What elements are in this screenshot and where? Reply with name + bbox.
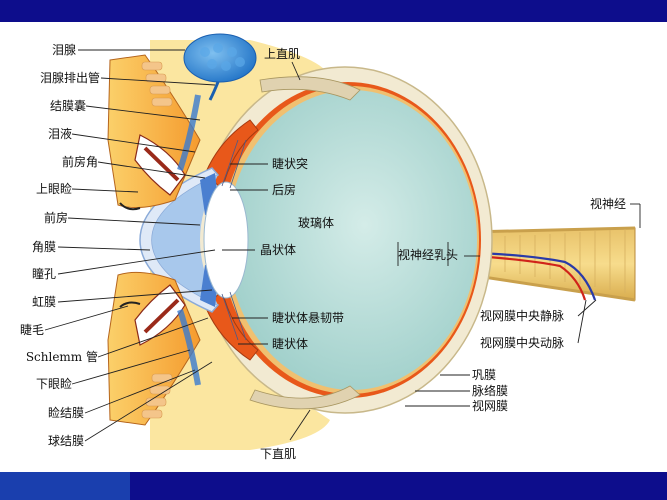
conjunctiva-upper <box>177 94 201 171</box>
superior-rectus-shape <box>259 76 361 101</box>
label-lens: 晶状体 <box>260 243 297 257</box>
label-lacrimal-duct: 泪腺排出管 <box>39 71 100 85</box>
label-central-retinal-artery: 视网膜中央动脉 <box>480 336 565 350</box>
eyelash-lower <box>119 301 141 308</box>
label-conjunctival-sac: 结膜囊 <box>49 99 86 113</box>
label-posterior-chamber: 后房 <box>272 183 297 197</box>
label-central-retinal-vein: 视网膜中央静脉 <box>480 309 565 323</box>
vitreous-shape <box>227 90 477 390</box>
inferior-rectus-shape <box>249 385 361 410</box>
label-schlemm-canal: Schlemm 管 <box>25 350 98 364</box>
label-sclera: 巩膜 <box>472 368 497 382</box>
label-choroid: 脉络膜 <box>472 384 509 398</box>
label-ciliary-body: 睫状体 <box>272 337 309 351</box>
lacrimal-duct-shape <box>208 81 220 101</box>
central-retinal-artery <box>474 254 587 301</box>
lacrimal-gland-shape <box>183 33 257 83</box>
label-optic-nerve: 视神经 <box>590 197 627 211</box>
label-superior-rectus: 上直肌 <box>264 47 301 61</box>
upper-tarsal-core <box>143 146 180 182</box>
lens-shape <box>203 181 249 299</box>
label-upper-eyelid: 上眼睑 <box>35 182 72 196</box>
label-zonule: 睫状体悬韧带 <box>272 311 345 325</box>
eyelash-upper <box>119 202 141 211</box>
label-optic-disc: 视神经乳头 <box>398 248 459 262</box>
label-palpebral-conjunctiva: 睑结膜 <box>47 406 84 420</box>
label-cornea: 角膜 <box>31 240 56 254</box>
label-inferior-rectus: 下直肌 <box>260 447 297 461</box>
anterior-chamber-shape <box>152 175 218 305</box>
optic-nerve-sheath <box>469 226 636 234</box>
ciliary-body-lower <box>205 288 259 361</box>
lower-tarsal-core <box>143 298 180 334</box>
label-tears: 泪液 <box>47 127 72 141</box>
label-ciliary-process: 睫状突 <box>272 157 309 171</box>
label-anterior-chamber: 前房 <box>43 211 68 225</box>
label-lacrimal-gland: 泪腺 <box>51 43 76 57</box>
bottom-bar-highlight <box>0 472 130 500</box>
label-lower-eyelid: 下眼睑 <box>35 377 72 391</box>
label-vitreous-body: 玻璃体 <box>298 216 335 230</box>
label-pupil: 瞳孔 <box>31 267 56 281</box>
conjunctiva-lower <box>177 309 201 386</box>
central-retinal-vein <box>474 251 597 301</box>
ciliary-body-upper <box>205 119 259 192</box>
label-anterior-chamber-angle: 前房角 <box>61 155 98 169</box>
label-bulbar-conjunctiva: 球结膜 <box>47 434 84 448</box>
optic-nerve-sheath-lower <box>469 273 636 302</box>
label-iris: 虹膜 <box>31 295 56 309</box>
label-eyelash: 睫毛 <box>19 323 44 337</box>
label-retina: 视网膜 <box>472 399 509 413</box>
